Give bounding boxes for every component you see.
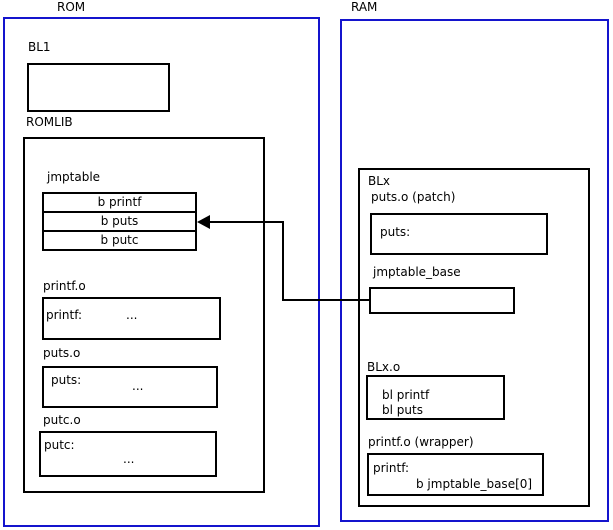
printf-body-ellipsis: ... — [126, 308, 138, 322]
printf-wrapper-symbol: printf: — [373, 461, 410, 475]
puts-body-ellipsis: ... — [132, 379, 144, 393]
jmptable-base-label: jmptable_base — [373, 265, 461, 279]
jmptable-box: b printf b puts b putc — [42, 192, 197, 251]
printf-symbol: printf: — [46, 308, 83, 322]
jmptable-label: jmptable — [47, 170, 101, 184]
blx-o-label: BLx.o — [367, 360, 401, 374]
jmptable-base-box — [369, 287, 515, 314]
printf-o-label: printf.o — [43, 279, 86, 293]
puts-o-label: puts.o — [43, 346, 81, 360]
printf-wrapper-box: printf: b jmptable_base[0] — [367, 453, 544, 496]
romlib-label: ROMLIB — [26, 115, 73, 129]
rom-title: ROM — [57, 0, 86, 14]
putc-body-ellipsis: ... — [123, 452, 135, 466]
connector-vsegment — [282, 221, 284, 301]
arrowhead-left-icon — [197, 215, 210, 229]
putc-o-label: putc.o — [43, 413, 81, 427]
putc-symbol: putc: — [44, 438, 75, 452]
connector-hsegment-ram — [282, 299, 369, 301]
printf-o-box: printf: ... — [42, 297, 221, 340]
rom-frame — [3, 17, 320, 527]
blx-o-box: bl printf bl puts — [366, 375, 505, 420]
ram-frame — [340, 19, 609, 522]
ram-title: RAM — [351, 0, 378, 14]
blx-o-instr-1: bl printf — [382, 388, 430, 402]
puts-patch-box: puts: — [370, 213, 548, 255]
jmptable-entry-printf: b printf — [42, 192, 197, 213]
printf-wrapper-instr: b jmptable_base[0] — [416, 477, 533, 491]
blx-label: BLx — [368, 174, 391, 188]
jmptable-entry-puts: b puts — [42, 211, 197, 232]
bl1-box — [27, 63, 170, 112]
printf-wrapper-label: printf.o (wrapper) — [368, 435, 474, 449]
putc-o-box: putc: ... — [39, 431, 217, 477]
puts-patch-label: puts.o (patch) — [371, 190, 456, 204]
puts-symbol: puts: — [51, 373, 82, 387]
puts-patch-symbol: puts: — [380, 225, 411, 239]
connector-hsegment-rom — [208, 221, 284, 223]
blx-o-instr-2: bl puts — [382, 403, 423, 417]
bl1-label: BL1 — [28, 40, 51, 54]
puts-o-box: puts: ... — [42, 366, 218, 408]
jmptable-entry-putc: b putc — [42, 230, 197, 251]
